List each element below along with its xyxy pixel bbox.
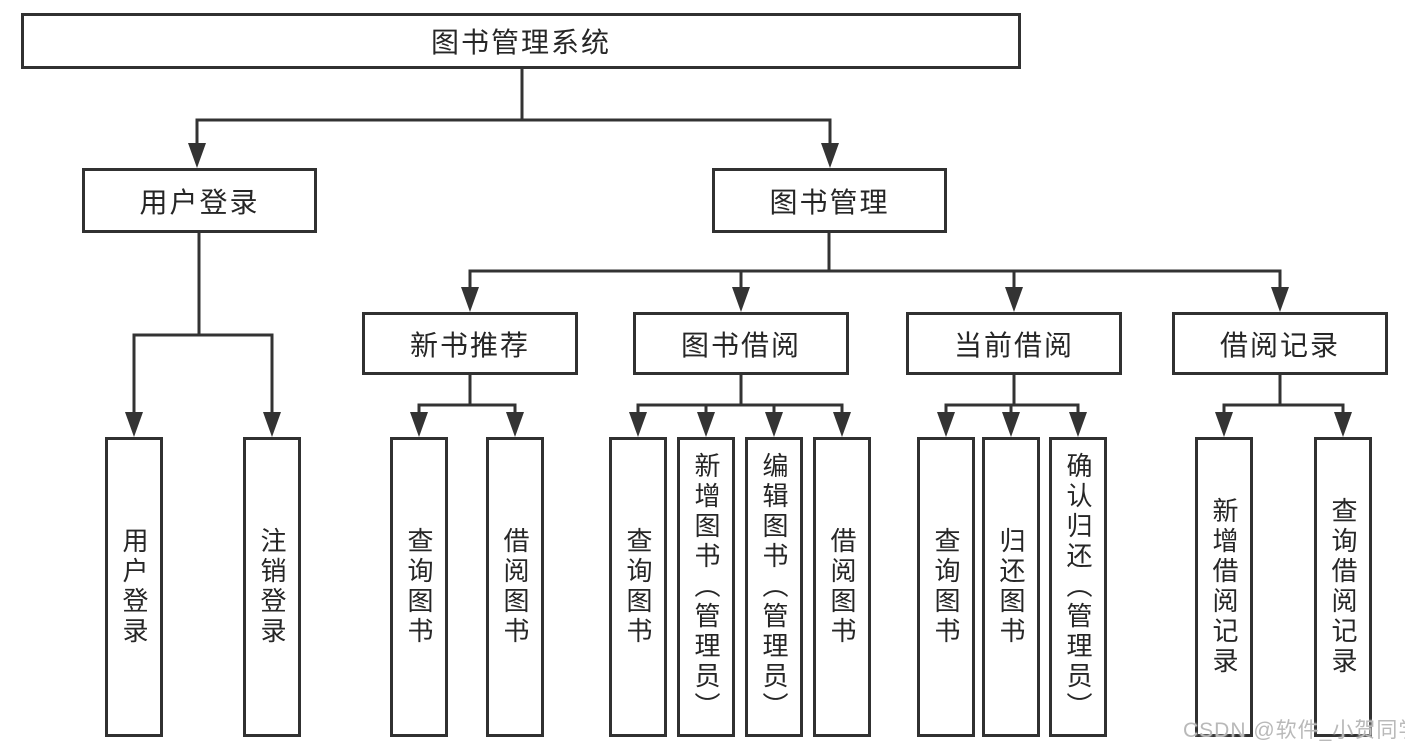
node-book-mgmt-label: 图书管理 (769, 186, 890, 218)
node-borrow-records: 借阅记录 (1172, 312, 1388, 375)
node-new-books: 新书推荐 (362, 312, 578, 375)
node-borrow-records-label: 借阅记录 (1219, 329, 1340, 361)
node-user-login: 用户登录 (82, 168, 317, 233)
connector-book-borrow-to-leaves (629, 375, 851, 437)
leaf-query-books-newbooks: 查询图书 (390, 437, 448, 737)
connector-current-borrow-to-leaves (937, 375, 1087, 437)
leaf-query-books-current: 查询图书 (917, 437, 975, 737)
leaf-edit-books-admin: 编辑图书（管理员） (745, 437, 803, 737)
node-root-label: 图书管理系统 (430, 27, 611, 58)
leaf-query-books-borrow: 查询图书 (609, 437, 667, 737)
node-book-mgmt: 图书管理 (712, 168, 947, 233)
node-root: 图书管理系统 (21, 13, 1021, 69)
leaf-borrow-books-newbooks: 借阅图书 (486, 437, 544, 737)
connector-borrow-records-to-leaves (1215, 375, 1352, 437)
node-current-borrow-label: 当前借阅 (953, 329, 1074, 361)
leaf-logout: 注销登录 (243, 437, 301, 737)
connector-user-login-to-leaves (125, 233, 281, 437)
leaf-user-login: 用户登录 (105, 437, 163, 737)
node-book-borrow-label: 图书借阅 (680, 329, 801, 361)
csdn-watermark: CSDN @软件_小贺同学 (1183, 719, 1405, 742)
leaf-query-borrow-record: 查询借阅记录 (1314, 437, 1372, 737)
node-new-books-label: 新书推荐 (409, 329, 530, 361)
node-book-borrow: 图书借阅 (633, 312, 849, 375)
node-user-login-label: 用户登录 (139, 186, 260, 218)
leaf-return-books: 归还图书 (982, 437, 1040, 737)
leaf-confirm-return-admin: 确认归还（管理员） (1049, 437, 1107, 737)
connector-book-mgmt-to-level3 (461, 233, 1289, 312)
leaf-add-borrow-record: 新增借阅记录 (1195, 437, 1253, 737)
node-current-borrow: 当前借阅 (906, 312, 1122, 375)
leaf-borrow-books-borrow: 借阅图书 (813, 437, 871, 737)
connector-root-to-level2 (188, 69, 839, 168)
leaf-add-books-admin: 新增图书（管理员） (677, 437, 735, 737)
connector-new-books-to-leaves (410, 375, 524, 437)
